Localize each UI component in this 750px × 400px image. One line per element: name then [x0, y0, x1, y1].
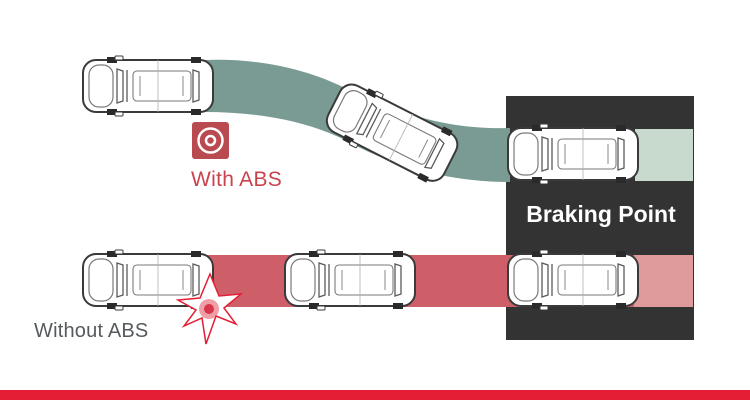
- car-without-abs-end: [507, 249, 639, 311]
- car-with-abs-steering: [319, 75, 465, 190]
- without-abs-path-after: [634, 255, 693, 307]
- with-abs-path-after: [635, 129, 693, 181]
- car-with-abs-end: [507, 123, 639, 185]
- skid-burst-icon: [175, 272, 244, 345]
- car-with-abs-start: [82, 55, 214, 117]
- car-without-abs-middle: [284, 249, 416, 311]
- with-abs-label: With ABS: [191, 168, 283, 191]
- abs-disc-icon: [192, 122, 229, 159]
- without-abs-label: Without ABS: [34, 320, 149, 342]
- bottom-accent-bar: [0, 390, 750, 400]
- braking-point-label: Braking Point: [526, 201, 676, 227]
